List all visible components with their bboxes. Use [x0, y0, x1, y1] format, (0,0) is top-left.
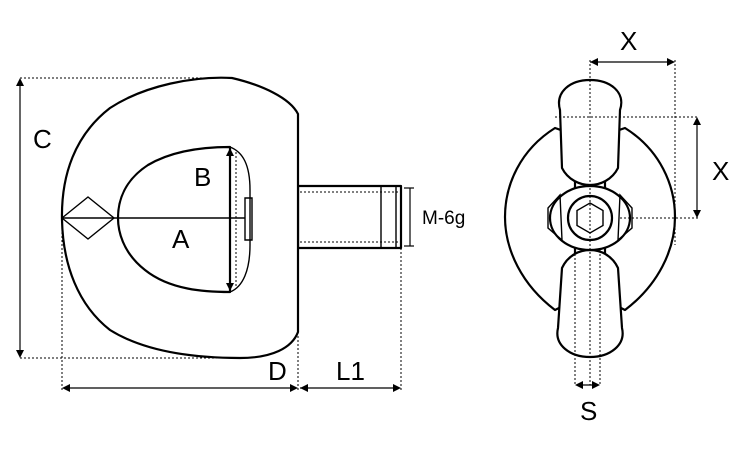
label-d: D	[268, 356, 287, 386]
eye-bolt-end-view	[503, 60, 677, 385]
label-s: S	[580, 396, 597, 426]
dimension-lines-left	[16, 77, 414, 392]
label-a: A	[172, 224, 190, 254]
label-x-right: X	[712, 156, 729, 186]
label-b: B	[194, 162, 211, 192]
eye-bolt-side-view	[60, 76, 403, 360]
label-l1: L1	[336, 356, 365, 386]
dimension-lines-right	[555, 58, 701, 389]
bottom-lobe	[556, 248, 624, 359]
label-x-top: X	[620, 26, 637, 56]
label-c: C	[33, 124, 52, 154]
threaded-shank	[296, 184, 403, 250]
label-thread: M-6g	[422, 208, 465, 229]
